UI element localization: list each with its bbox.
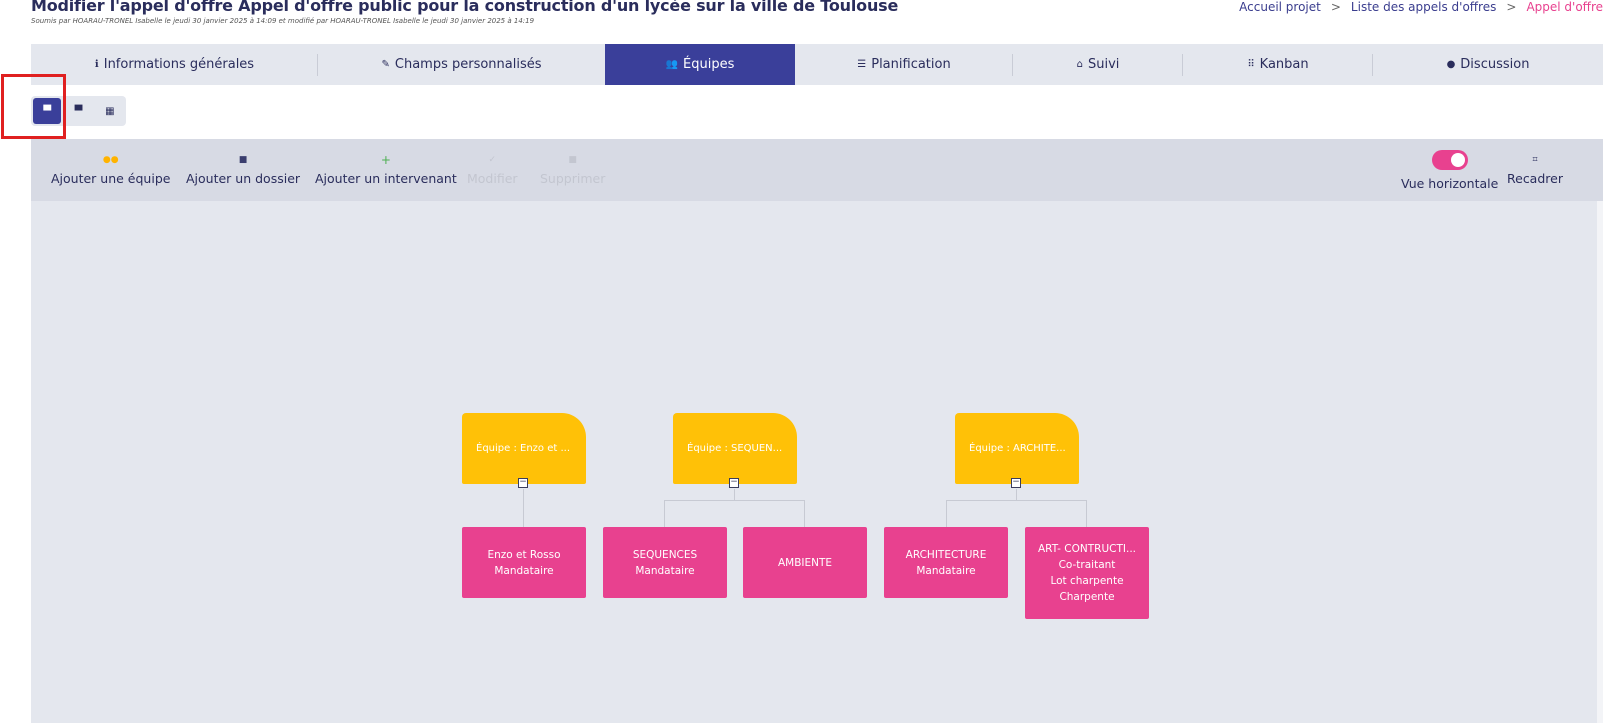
tab-label: Champs personnalisés bbox=[394, 57, 542, 72]
org-chart-vertical-button[interactable]: ▀ bbox=[33, 98, 62, 124]
tab-general-info[interactable]: ℹ Informations générales bbox=[31, 44, 318, 85]
trash-icon: ■ bbox=[568, 155, 577, 165]
member-name: SEQUENCES bbox=[632, 548, 698, 561]
member-role: Co-traitant bbox=[1058, 559, 1116, 571]
member-lot: Lot charpente bbox=[1050, 575, 1124, 587]
check-icon: ✓ bbox=[488, 155, 497, 165]
org-chart-compact-button[interactable]: ▀ bbox=[64, 98, 92, 124]
plus-icon: + bbox=[380, 153, 391, 167]
gantt-icon: ☰ bbox=[857, 59, 867, 70]
connector-line bbox=[664, 500, 805, 501]
breadcrumb-separator: > bbox=[1506, 0, 1517, 14]
add-folder-button[interactable]: ■ Ajouter un dossier bbox=[186, 139, 300, 201]
tab-custom-fields[interactable]: ✎ Champs personnalisés bbox=[318, 44, 605, 85]
member-role: Mandataire bbox=[635, 564, 695, 577]
comment-icon: ● bbox=[1446, 59, 1456, 70]
connector-line bbox=[946, 500, 1087, 501]
member-name: ART- CONTRUCTI... bbox=[1038, 543, 1136, 555]
member-node[interactable]: SEQUENCES Mandataire bbox=[603, 527, 727, 598]
connector-line bbox=[1016, 489, 1017, 500]
tab-label: Informations générales bbox=[103, 57, 255, 72]
kanban-icon: ⠿ bbox=[1247, 59, 1255, 70]
tab-tracking[interactable]: ⌂ Suivi bbox=[1013, 44, 1183, 85]
org-chart-compact-icon: ▀ bbox=[74, 105, 83, 117]
info-icon: ℹ bbox=[94, 59, 99, 70]
breadcrumb-separator: > bbox=[1330, 0, 1341, 14]
add-team-button[interactable]: ●● Ajouter une équipe bbox=[51, 139, 170, 201]
page-subtitle: Soumis par HOARAU-TRONEL Isabelle le jeu… bbox=[31, 17, 535, 25]
connector-line bbox=[664, 500, 665, 527]
edit-label: Modifier bbox=[467, 171, 518, 186]
add-contributor-label: Ajouter un intervenant bbox=[315, 171, 457, 186]
annotation-highlight-box bbox=[1, 74, 66, 139]
breadcrumb-tenders-list[interactable]: Liste des appels d'offres bbox=[1350, 0, 1497, 14]
recenter-label: Recadrer bbox=[1507, 171, 1563, 186]
connector-line bbox=[734, 489, 735, 500]
connector-line bbox=[1086, 500, 1087, 527]
tab-label: Planification bbox=[871, 57, 951, 72]
org-chart-vertical-icon: ▀ bbox=[43, 105, 52, 117]
delete-label: Supprimer bbox=[540, 171, 606, 186]
team-node-label: Équipe : Enzo et ... bbox=[476, 443, 570, 454]
team-node[interactable]: Équipe : Enzo et ... bbox=[462, 413, 586, 484]
tab-planning[interactable]: ☰ Planification bbox=[795, 44, 1013, 85]
breadcrumb-current: Appel d'offre bbox=[1526, 0, 1603, 14]
connector-line bbox=[946, 500, 947, 527]
org-chart-canvas[interactable]: Équipe : Enzo et ... − Enzo et Rosso Man… bbox=[31, 201, 1603, 723]
connector-line bbox=[523, 489, 524, 527]
tab-label: Kanban bbox=[1259, 57, 1309, 72]
vertical-scrollbar[interactable] bbox=[1597, 201, 1603, 723]
member-node[interactable]: AMBIENTE bbox=[743, 527, 867, 598]
tab-label: Équipes bbox=[683, 57, 735, 72]
member-node[interactable]: ART- CONTRUCTI... Co-traitant Lot charpe… bbox=[1025, 527, 1149, 619]
tab-label: Suivi bbox=[1087, 57, 1120, 72]
recenter-button[interactable]: ⌗ Recadrer bbox=[1507, 139, 1563, 201]
add-contributor-button[interactable]: + Ajouter un intervenant bbox=[315, 139, 457, 201]
member-name: Enzo et Rosso bbox=[487, 548, 561, 561]
breadcrumb: Accueil projet > Liste des appels d'offr… bbox=[1239, 0, 1603, 14]
toggle-knob bbox=[1450, 152, 1465, 167]
collapse-toggle-icon[interactable]: − bbox=[518, 477, 528, 488]
member-role: Mandataire bbox=[916, 564, 976, 577]
tab-bar: ℹ Informations générales ✎ Champs person… bbox=[31, 44, 1603, 85]
tab-label: Discussion bbox=[1460, 57, 1530, 72]
connector-line bbox=[804, 500, 805, 527]
team-node[interactable]: Équipe : SEQUEN... bbox=[673, 413, 797, 484]
collapse-toggle-icon[interactable]: − bbox=[729, 477, 739, 488]
grid-icon: ▦ bbox=[105, 105, 115, 117]
horizontal-view-label: Vue horizontale bbox=[1401, 175, 1499, 191]
add-team-label: Ajouter une équipe bbox=[51, 171, 171, 186]
bank-icon: ⌂ bbox=[1076, 59, 1083, 70]
member-node[interactable]: Enzo et Rosso Mandataire bbox=[462, 527, 586, 598]
edit-button[interactable]: ✓ Modifier bbox=[467, 139, 518, 201]
view-switch: ▀ ▀ ▦ bbox=[31, 96, 126, 126]
breadcrumb-home[interactable]: Accueil projet bbox=[1239, 0, 1321, 14]
team-node-label: Équipe : ARCHITE... bbox=[969, 443, 1066, 454]
delete-button[interactable]: ■ Supprimer bbox=[540, 139, 605, 201]
tab-kanban[interactable]: ⠿ Kanban bbox=[1183, 44, 1373, 85]
team-node-label: Équipe : SEQUEN... bbox=[687, 443, 783, 454]
toggle-switch[interactable] bbox=[1431, 149, 1468, 170]
tab-discussion[interactable]: ● Discussion bbox=[1373, 44, 1603, 85]
users-plus-icon: ●● bbox=[102, 155, 119, 165]
team-node[interactable]: Équipe : ARCHITE... bbox=[955, 413, 1079, 484]
grid-view-button[interactable]: ▦ bbox=[96, 98, 124, 124]
member-name: ARCHITECTURE bbox=[905, 548, 987, 561]
member-role: Mandataire bbox=[494, 564, 554, 577]
collapse-toggle-icon[interactable]: − bbox=[1011, 477, 1021, 488]
crop-icon: ⌗ bbox=[1532, 155, 1538, 165]
page-title: Modifier l'appel d'offre Appel d'offre p… bbox=[31, 0, 899, 15]
page-header: Modifier l'appel d'offre Appel d'offre p… bbox=[0, 0, 1603, 44]
member-node[interactable]: ARCHITECTURE Mandataire bbox=[884, 527, 1008, 598]
folder-plus-icon: ■ bbox=[238, 155, 248, 165]
member-name: AMBIENTE bbox=[777, 556, 833, 569]
add-folder-label: Ajouter un dossier bbox=[186, 171, 301, 186]
horizontal-view-toggle[interactable]: Vue horizontale bbox=[1401, 139, 1498, 201]
tab-teams[interactable]: 👥 Équipes bbox=[605, 44, 795, 85]
org-chart-toolbar: ●● Ajouter une équipe ■ Ajouter un dossi… bbox=[31, 139, 1603, 201]
users-icon: 👥 bbox=[665, 59, 679, 70]
member-specialty: Charpente bbox=[1059, 591, 1115, 603]
user-edit-icon: ✎ bbox=[381, 59, 390, 70]
